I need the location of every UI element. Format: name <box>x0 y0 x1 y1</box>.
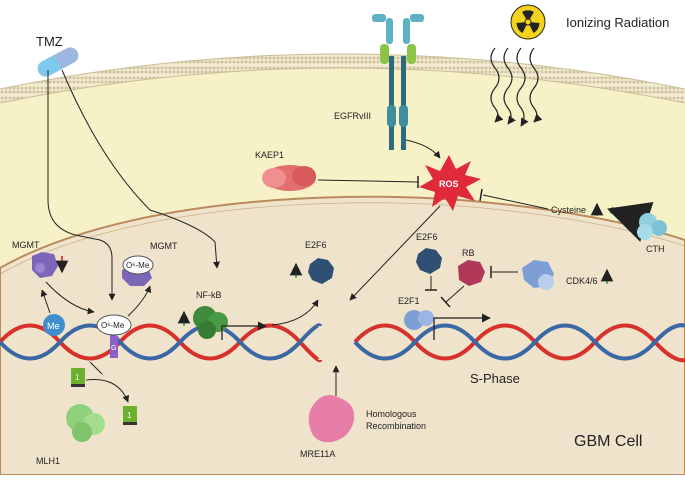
ros-burst-icon: ROS <box>419 155 481 211</box>
protein-icon <box>458 260 485 286</box>
label-rb: RB <box>462 248 475 258</box>
mgmt-to-o6me-arrow <box>45 281 95 315</box>
pill-icon <box>37 47 79 77</box>
label-e2f6-right: E2F6 <box>416 232 438 242</box>
radiation-waves <box>490 47 543 127</box>
protein-icon <box>308 258 334 284</box>
protein-icon <box>416 248 442 274</box>
e2f1-promoter-arrow <box>433 313 491 340</box>
rb-inhibits-e2f1 <box>445 285 465 303</box>
tmz-to-o6me-line <box>47 70 116 301</box>
protein-icon <box>637 213 667 240</box>
label-cth: CTH <box>646 244 665 254</box>
kaep1-inhibits-ros <box>317 179 419 183</box>
cth-to-cysteine-arrow <box>607 202 654 242</box>
cysteine-inhibits-ros <box>482 194 549 210</box>
label-mgmt-left: MGMT <box>12 240 40 250</box>
label-me: Me <box>47 321 60 331</box>
protein-icon <box>193 306 228 339</box>
protein-icon <box>32 252 58 278</box>
tmz-to-nfkb-line <box>61 69 221 269</box>
label-cdk46: CDK4/6 <box>566 276 598 286</box>
nfkb-to-e2f6-arrow <box>271 299 319 326</box>
label-mgmt-top: MGMT <box>150 241 178 251</box>
label-gbm-cell: GBM Cell <box>574 433 642 450</box>
label-s-phase: S-Phase <box>470 371 520 386</box>
label-o6me-dna: O⁶-Me <box>101 321 125 330</box>
ros-to-dna-arrow <box>349 205 441 301</box>
label-o6me-top: O⁶-Me <box>126 261 150 270</box>
mismatch-marker: 1 <box>71 368 85 387</box>
label-mre11a: MRE11A <box>300 449 335 459</box>
label-egfrviii: EGFRvIII <box>334 111 371 121</box>
dna-helix-icon <box>0 323 322 363</box>
label-homologous-2: Recombination <box>366 421 426 431</box>
label-e2f1: E2F1 <box>398 296 420 306</box>
mismatch-marker: 1 <box>123 406 137 425</box>
protein-icon <box>66 404 105 442</box>
label-homologous-1: Homologous <box>366 409 417 419</box>
me-to-mgmt-arrow <box>40 289 51 314</box>
label-cysteine: Cysteine <box>551 205 586 215</box>
label-ros: ROS <box>439 179 459 189</box>
radiation-icon <box>510 4 546 40</box>
receptor-icon <box>372 14 424 150</box>
egfr-to-ros-arrow <box>405 139 441 159</box>
protein-icon <box>262 165 316 191</box>
o6me-to-mgmt-top-arrow <box>127 285 152 317</box>
label-kaep1: KAEP1 <box>255 150 284 160</box>
label-tmz: TMZ <box>36 34 63 49</box>
cell-membrane <box>0 54 685 103</box>
protein-icon <box>404 310 434 330</box>
label-nfkb: NF-kB <box>196 290 222 300</box>
label-ionizing-radiation: Ionizing Radiation <box>566 15 669 30</box>
protein-icon <box>522 260 554 290</box>
label-e2f6-center: E2F6 <box>305 240 327 250</box>
o6me-lesion: O⁶-Me G <box>96 314 132 358</box>
protein-icon <box>308 395 355 443</box>
mlh1-repair-arrow <box>85 378 130 403</box>
svg-text:1: 1 <box>127 411 132 420</box>
label-mlh1: MLH1 <box>36 456 60 466</box>
svg-text:1: 1 <box>75 373 80 382</box>
nfkb-promoter-arrow <box>221 321 267 340</box>
svg-text:G: G <box>111 345 116 352</box>
dna-helix-icon <box>353 323 685 363</box>
methyl-group: Me <box>43 314 65 336</box>
